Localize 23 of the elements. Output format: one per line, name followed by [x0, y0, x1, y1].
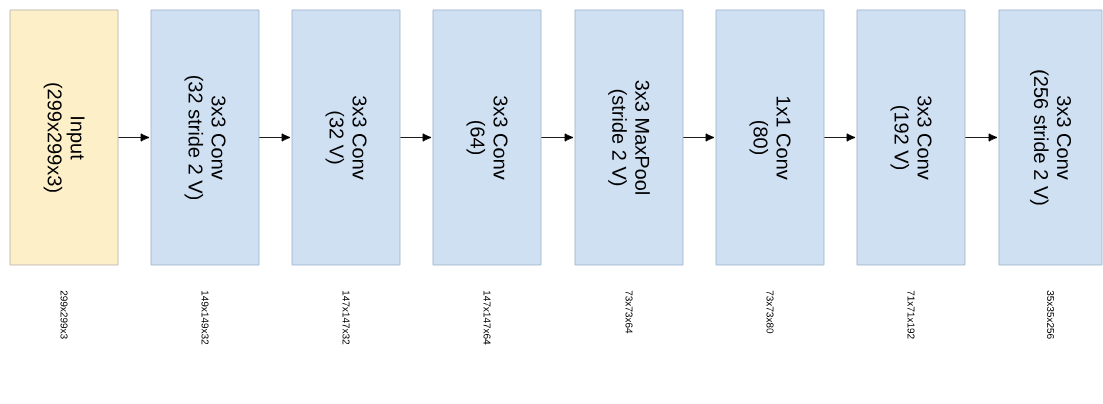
- layer-box: 1x1 Conv (80): [715, 9, 825, 266]
- dimension-label: 71x71x192: [907, 290, 915, 339]
- arrow: [258, 133, 291, 142]
- arrow: [682, 133, 715, 142]
- layer-box: 3x3 Conv (64): [432, 9, 542, 266]
- layer-box: 3x3 Conv (32 stride 2 V): [150, 9, 260, 266]
- dimension-label: 73x73x64: [625, 290, 633, 334]
- arrow: [540, 133, 574, 142]
- arrow: [117, 133, 150, 142]
- dimension-label: 147x147x64: [483, 290, 491, 345]
- input-box: Input (299x299x3): [9, 9, 119, 266]
- dimension-label: 73x73x80: [766, 290, 774, 334]
- layer-box: 3x3 Conv (192 V): [856, 9, 966, 266]
- arrow: [823, 133, 856, 142]
- layer-box: 3x3 Conv (256 stride 2 V): [998, 9, 1103, 266]
- arrow: [964, 133, 998, 142]
- layer-box: 3x3 Conv (32 V): [291, 9, 401, 266]
- dimension-label: 149x149x32: [201, 290, 209, 345]
- dimension-label: 299x299x3: [60, 290, 68, 339]
- dimension-label: 147x147x32: [342, 290, 350, 345]
- arrow: [399, 133, 432, 142]
- dimension-label: 35x35x256: [1046, 290, 1055, 339]
- layer-box: 3x3 MaxPool (stride 2 V): [574, 9, 684, 266]
